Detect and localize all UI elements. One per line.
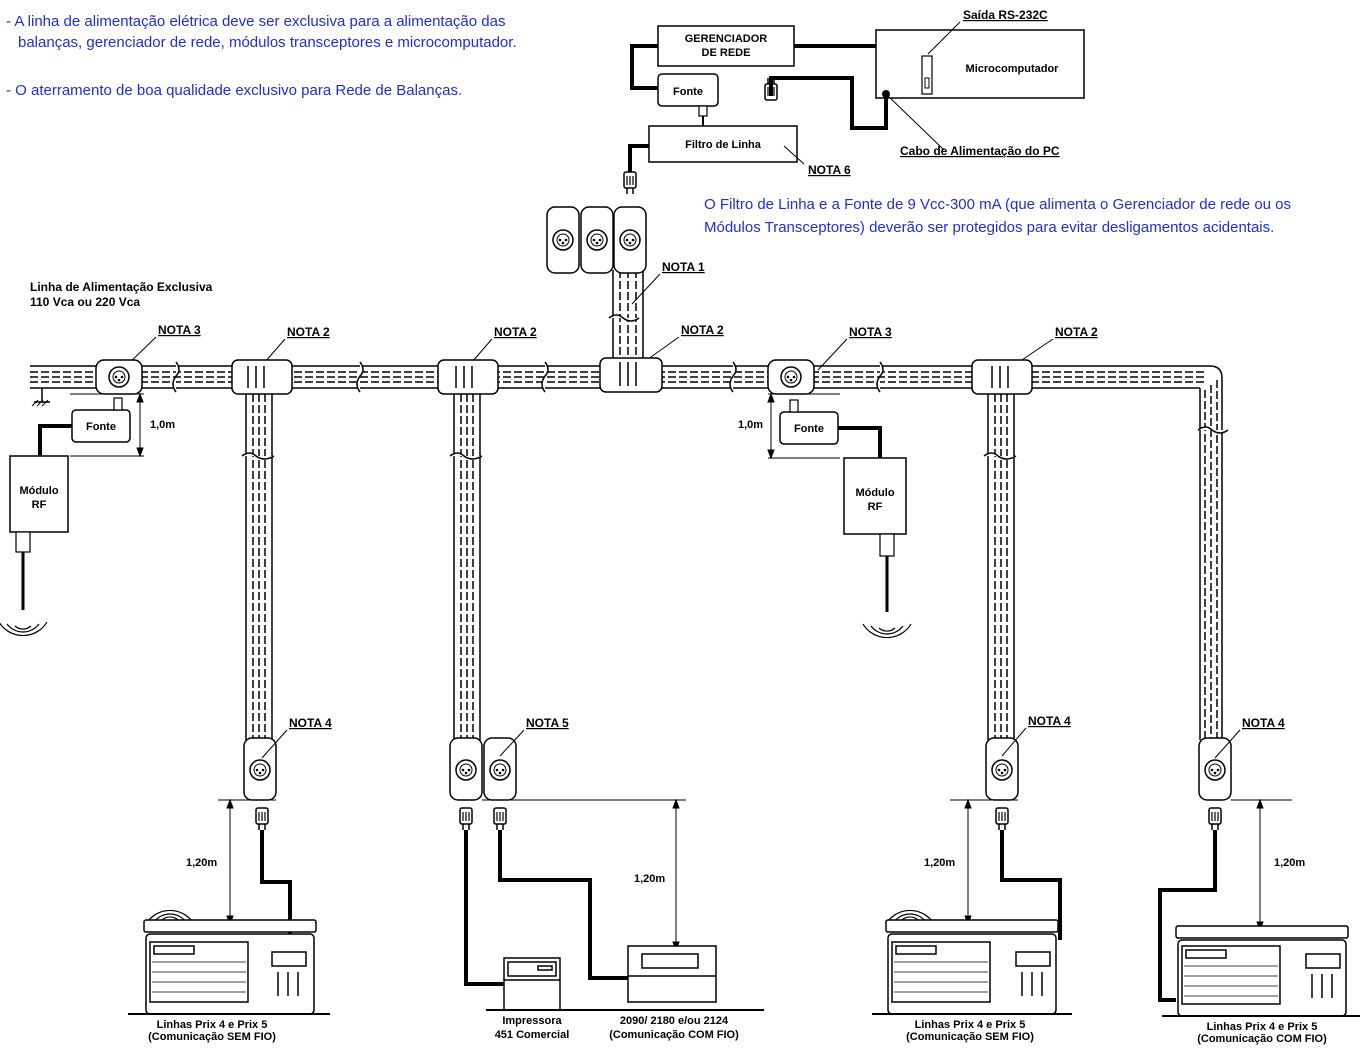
conduit-drop-2 <box>449 394 483 740</box>
rf-module-left-label-1: Módulo <box>19 485 58 497</box>
triple-outlet-top <box>546 206 647 274</box>
note-exclusive-line-2: balanças, gerenciador de rede, módulos t… <box>18 34 517 51</box>
microcomputer: Microcomputador <box>875 29 1085 99</box>
dist-120-b: 1,20m <box>634 873 665 885</box>
nota2-c-label: NOTA 2 <box>681 323 724 337</box>
power-supply-top: Fonte <box>657 73 719 117</box>
scale-3 <box>872 909 1072 1015</box>
pc-power-cable-label: Cabo de Alimentação do PC <box>900 144 1060 158</box>
scale-3-label-1: Linhas Prix 4 e Prix 5 <box>915 1019 1026 1031</box>
rf-module-right-label-2: RF <box>868 501 883 513</box>
note-exclusive-line-1: - A linha de alimentação elétrica deve s… <box>6 13 506 30</box>
power-conduit-horizontal <box>30 361 1229 740</box>
dist-1m-left: 1,0m <box>150 419 175 431</box>
junction-box-3 <box>599 357 663 393</box>
dist-1m-right: 1,0m <box>738 419 763 431</box>
power-conduit-top <box>608 270 644 360</box>
junction-box-1 <box>231 359 293 395</box>
nota5-label: NOTA 5 <box>526 716 569 730</box>
scale-4-label-1: Linhas Prix 4 e Prix 5 <box>1207 1021 1318 1033</box>
rf-module-right-label-1: Módulo <box>855 487 894 499</box>
nota1-label: NOTA 1 <box>662 260 705 274</box>
rf-module-left-label-2: RF <box>32 499 47 511</box>
nota4-a-label: NOTA 4 <box>289 716 332 730</box>
dist-120-d: 1,20m <box>1274 857 1305 869</box>
scale-1 <box>128 909 330 1015</box>
wall-outlet-2b <box>483 737 517 801</box>
scale-3-label-2: (Comunicação SEM FIO) <box>906 1031 1034 1043</box>
junction-box-4 <box>971 359 1033 395</box>
nota2-a-label: NOTA 2 <box>287 325 330 339</box>
fonte-right-label: Fonte <box>794 423 824 435</box>
printer <box>486 945 764 1011</box>
power-line-title-2: 110 Vca ou 220 Vca <box>30 295 140 309</box>
junction-box-2 <box>437 359 499 395</box>
nota2-b-label: NOTA 2 <box>494 325 537 339</box>
conduit-drop-1 <box>241 394 275 740</box>
conduit-drop-3 <box>983 394 1017 740</box>
nota3-left-label: NOTA 3 <box>158 323 201 337</box>
nota6-label: NOTA 6 <box>808 163 851 177</box>
dist-120-c: 1,20m <box>924 857 955 869</box>
scale-2-label-1: 2090/ 2180 e/ou 2124 <box>620 1015 729 1027</box>
printer-label-1: Impressora <box>502 1015 562 1027</box>
scale-4-label-2: (Comunicação COM FIO) <box>1197 1033 1327 1045</box>
scale-2-label-2: (Comunicação COM FIO) <box>609 1029 739 1041</box>
power-supply-top-label: Fonte <box>673 86 703 98</box>
network-manager-label-1: GERENCIADOR <box>685 33 768 45</box>
note-filter-protect-2: Módulos Transceptores) deverão ser prote… <box>704 219 1275 236</box>
outlet-nota3-right <box>767 359 815 395</box>
network-manager-label-2: DE REDE <box>702 47 751 59</box>
rf-module-left: Fonte Módulo RF <box>0 397 131 637</box>
printer-label-2: 451 Comercial <box>495 1029 570 1041</box>
wall-outlet-3 <box>985 737 1019 801</box>
nota4-b-label: NOTA 4 <box>1028 714 1071 728</box>
rf-module-right: Fonte Módulo RF <box>779 399 912 639</box>
nota4-c-label: NOTA 4 <box>1242 716 1285 730</box>
line-filter: Filtro de Linha <box>623 125 798 195</box>
microcomputer-label: Microcomputador <box>966 63 1060 75</box>
note-filter-protect-1: O Filtro de Linha e a Fonte de 9 Vcc-300… <box>704 196 1292 213</box>
fonte-left-label: Fonte <box>86 421 116 433</box>
note-grounding: - O aterramento de boa qualidade exclusi… <box>6 82 463 99</box>
network-manager: GERENCIADOR DE REDE <box>657 25 795 67</box>
wall-outlet-4 <box>1198 737 1232 801</box>
line-filter-label: Filtro de Linha <box>685 139 762 151</box>
rs232-label: Saída RS-232C <box>963 8 1048 22</box>
nota3-right-label: NOTA 3 <box>849 325 892 339</box>
scale-1-label-2: (Comunicação SEM FIO) <box>148 1031 276 1043</box>
scale-4 <box>1162 925 1360 1017</box>
outlet-nota3-left <box>95 359 143 395</box>
scale-1-label-1: Linhas Prix 4 e Prix 5 <box>157 1019 268 1031</box>
power-line-title-1: Linha de Alimentação Exclusiva <box>30 280 213 294</box>
nota2-d-label: NOTA 2 <box>1055 325 1098 339</box>
wall-outlet-2a <box>449 737 483 801</box>
dist-120-a: 1,20m <box>186 857 217 869</box>
